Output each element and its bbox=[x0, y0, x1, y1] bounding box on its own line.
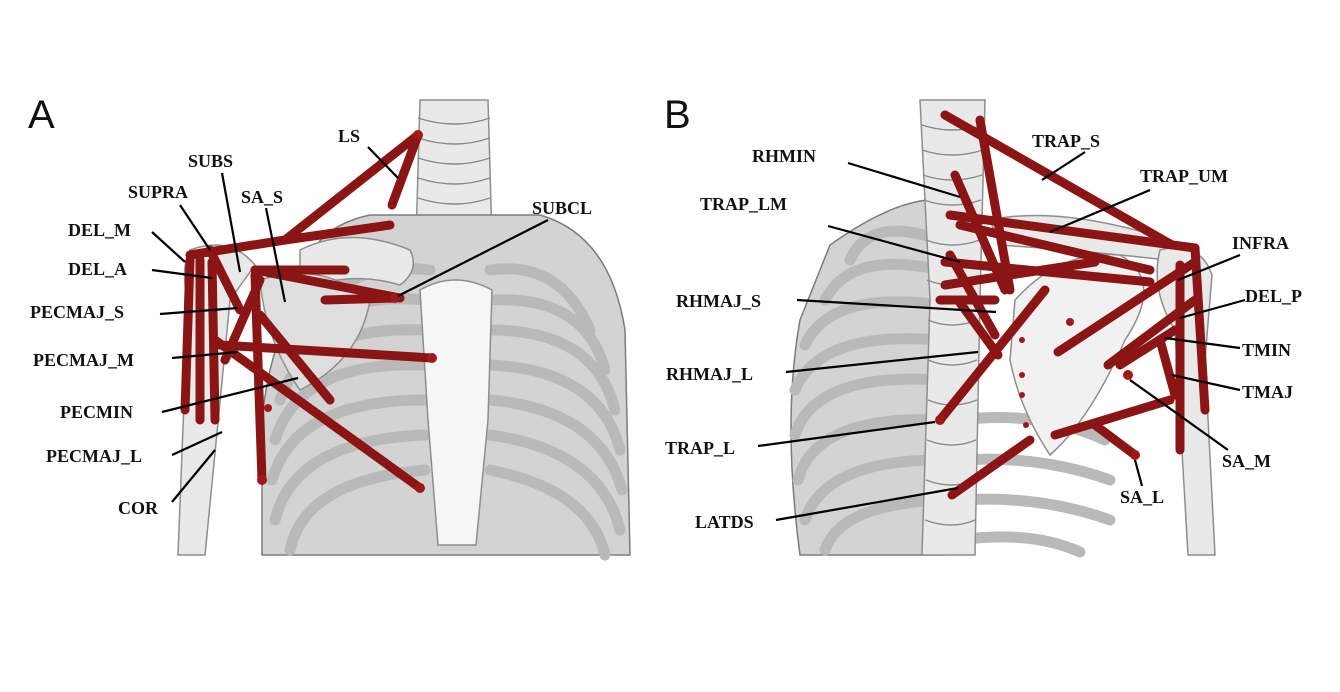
label-pecmaj-s: PECMAJ_S bbox=[30, 302, 124, 322]
label-rhmin: RHMIN bbox=[752, 146, 816, 166]
label-trap-s: TRAP_S bbox=[1032, 131, 1100, 151]
label-pecmaj-l: PECMAJ_L bbox=[46, 446, 142, 466]
label-sa-m: SA_M bbox=[1222, 451, 1271, 471]
label-trap-lm: TRAP_LM bbox=[700, 194, 787, 214]
label-trap-l: TRAP_L bbox=[665, 438, 735, 458]
label-rhmaj-l: RHMAJ_L bbox=[666, 364, 753, 384]
label-pecmin: PECMIN bbox=[60, 402, 133, 422]
label-subs: SUBS bbox=[188, 151, 233, 171]
panel-a-muscles bbox=[180, 130, 437, 493]
panel-b: B bbox=[664, 93, 1302, 558]
label-cor: COR bbox=[118, 498, 159, 518]
label-tmin: TMIN bbox=[1242, 340, 1291, 360]
label-subcl: SUBCL bbox=[532, 198, 592, 218]
label-ls: LS bbox=[338, 126, 360, 146]
label-pecmaj-m: PECMAJ_M bbox=[33, 350, 134, 370]
label-latds: LATDS bbox=[695, 512, 754, 532]
label-trap-um: TRAP_UM bbox=[1140, 166, 1228, 186]
label-tmaj: TMAJ bbox=[1242, 382, 1293, 402]
label-del-p: DEL_P bbox=[1245, 286, 1302, 306]
label-del-a: DEL_A bbox=[68, 259, 127, 279]
panel-b-annotations: RHMIN TRAP_S TRAP_UM TRAP_LM INFRA RHMAJ… bbox=[665, 131, 1302, 532]
label-sa-s: SA_S bbox=[241, 187, 283, 207]
panel-a-letter: A bbox=[28, 93, 55, 137]
panel-a: A bbox=[28, 93, 631, 561]
panel-a-annotations: LS SUBS SUPRA SA_S SUBCL DEL_M DEL_A PEC… bbox=[30, 126, 592, 518]
panel-b-letter: B bbox=[664, 93, 691, 137]
label-infra: INFRA bbox=[1232, 233, 1289, 253]
label-sa-l: SA_L bbox=[1120, 487, 1164, 507]
label-supra: SUPRA bbox=[128, 182, 188, 202]
label-rhmaj-s: RHMAJ_S bbox=[676, 291, 761, 311]
label-del-m: DEL_M bbox=[68, 220, 131, 240]
